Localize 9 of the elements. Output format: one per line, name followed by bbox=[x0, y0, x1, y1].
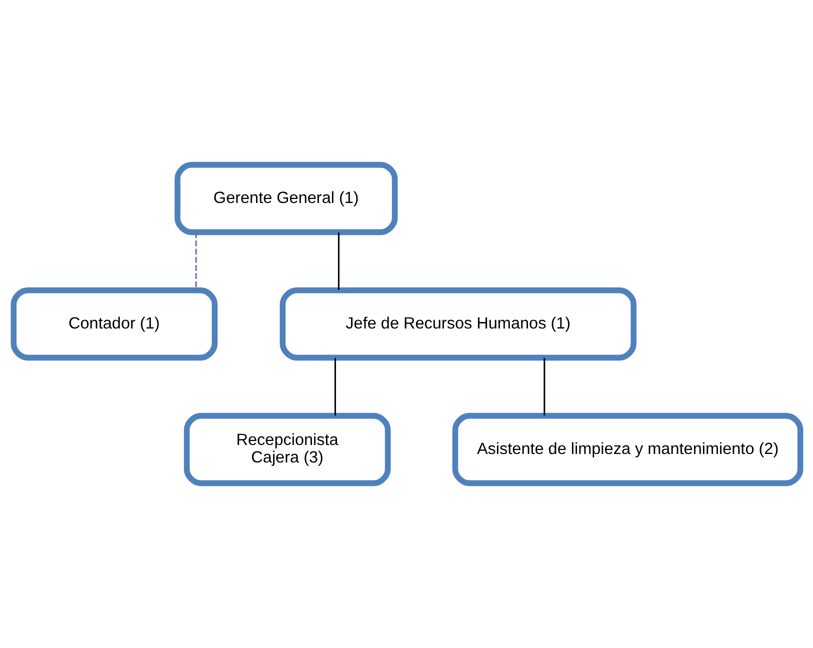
connector bbox=[543, 358, 545, 416]
connector bbox=[194, 232, 196, 290]
node-box: Jefe de Recursos Humanos (1) bbox=[279, 287, 636, 361]
node-box: Contador (1) bbox=[10, 287, 218, 361]
connector bbox=[337, 232, 339, 290]
connector bbox=[334, 358, 336, 416]
node-box: Asistente de limpieza y mantenimiento (2) bbox=[452, 412, 803, 486]
node-box: Gerente General (1) bbox=[174, 162, 398, 236]
node-box: Recepcionista Cajera (3) bbox=[183, 412, 390, 486]
